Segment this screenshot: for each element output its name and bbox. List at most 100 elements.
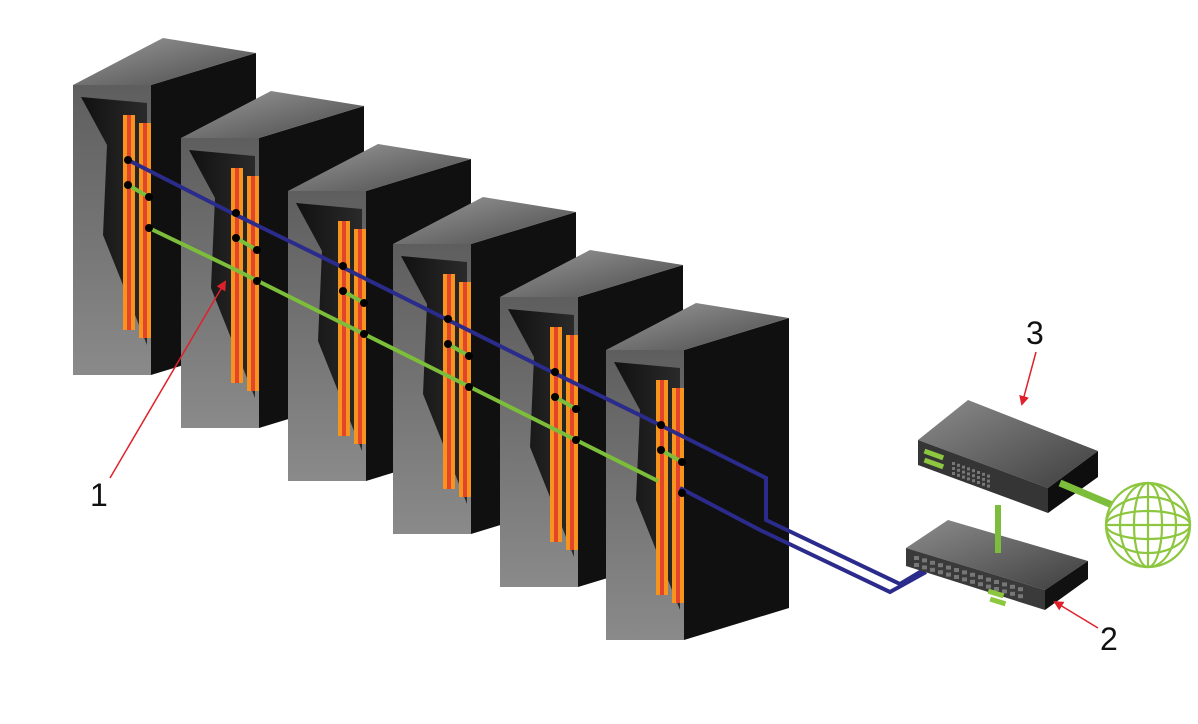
rack-port [339,262,347,270]
rack-top [73,38,256,85]
rack-jumper-cable [235,236,258,252]
switch-port [962,577,967,582]
rack-port [551,368,559,376]
rack-top [288,144,471,191]
rack-port [145,193,153,201]
rack-jumper-cable [554,395,577,411]
rack-top [500,250,683,297]
router-vents [952,462,990,488]
router-vent [977,471,980,474]
rack-port [572,436,580,444]
rack-stripe [235,168,239,383]
switch-port [986,584,991,589]
callout-2-label: 2 [1100,621,1118,657]
rack-stripe [447,274,451,489]
router-vent [987,484,990,488]
router-vent [962,470,965,474]
switch-port [922,565,927,570]
router-vent [957,463,960,467]
server-rack [606,303,789,640]
router-front [918,440,1048,513]
rack-jumper-cable [447,342,470,358]
rack-top [393,197,576,244]
rack-stripe [660,380,664,595]
callout-1-arrow [109,280,227,479]
rack-port [232,209,240,217]
rack-jumper-cable [660,448,683,464]
callout-2-arrow [1053,600,1099,629]
switch-port [986,577,991,582]
router-vent [977,476,980,479]
rack-port [465,352,473,360]
switch-port [962,570,967,575]
cable-ports [124,156,686,497]
rack-port [572,405,580,413]
rack-port [253,277,261,285]
rack-port [444,315,452,323]
switch-port [930,560,935,565]
switch-port [954,568,959,572]
switch-status-led [987,588,1005,599]
callout-1-label: 1 [90,477,108,513]
router-vent [972,474,975,478]
router-vent [987,479,990,483]
router-vent [957,468,960,472]
rack-port [657,421,665,429]
router-vent [952,472,955,475]
switch-side [1045,561,1088,610]
switch-port [954,575,959,579]
rack-top [606,303,789,350]
router-vent [952,467,955,470]
rack-port [145,224,153,232]
switch-port [946,572,951,577]
rack-jumper-cable [127,183,150,199]
router-vent [982,477,985,481]
rack-stripe [463,282,467,497]
rack-port [232,234,240,242]
rack-stripe [127,115,131,330]
router-vent [967,467,970,471]
callout-3-arrow [1019,351,1037,406]
switch-port [994,580,999,584]
router-vent [967,477,970,481]
router-vent [952,462,955,465]
rack-port [360,330,368,338]
network-switch [906,520,1088,610]
switch-port [970,572,975,577]
network-cables [127,158,932,595]
switch-port [1010,584,1015,589]
switch-port [914,556,919,560]
switch-port [914,563,919,567]
internet-globe-icon [1104,481,1192,569]
rack-top [181,91,364,138]
rack-port [678,458,686,466]
rack-stripe [143,123,147,338]
callout-1: 1 [90,280,227,513]
rack-port [657,446,665,454]
rack-port [360,299,368,307]
rack-stripe [358,229,362,444]
router-vent [987,474,990,478]
router-vent [982,482,985,486]
router-status-led [923,448,945,461]
router-internet-cable [1058,479,1114,509]
green-cable-long [148,226,659,483]
router-vent [967,472,970,476]
rack-side [684,318,789,640]
switch-port [930,567,935,572]
router-top [918,400,1098,488]
switch-port [970,579,975,584]
rack-port [339,287,347,295]
rack-port [551,393,559,401]
switch-port [978,575,983,580]
rack-port [444,340,452,348]
rack-stripe [570,335,574,550]
switch-port [978,582,983,587]
rack-port [678,489,686,497]
rack-stripe [554,327,558,542]
rack-jumper-cable [342,289,365,305]
switch-port [1010,591,1015,596]
router-status-led [923,457,945,470]
